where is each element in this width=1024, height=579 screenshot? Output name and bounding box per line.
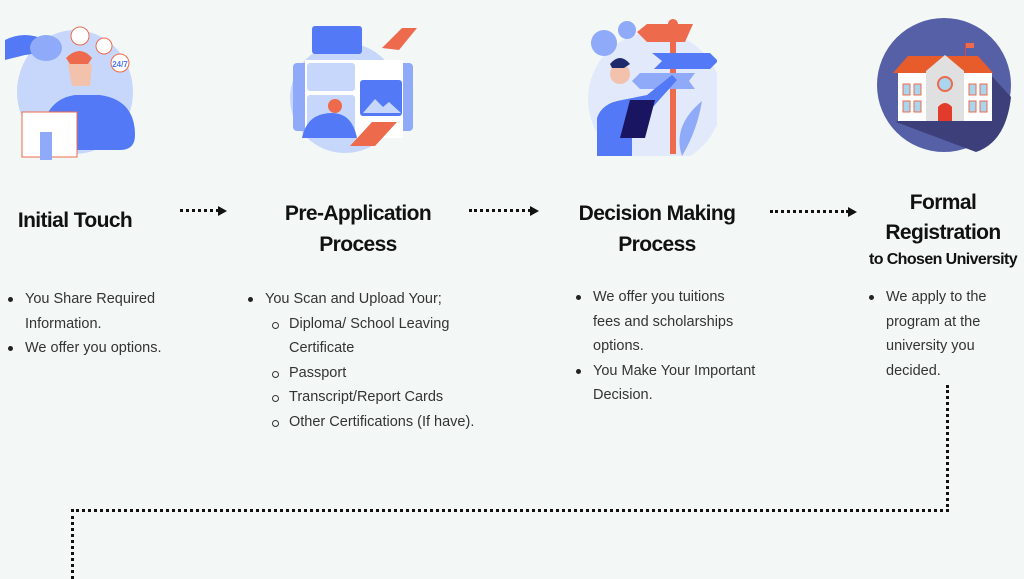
step-2-title-line-2: Process	[319, 233, 397, 256]
step-4-subtitle: to Chosen University	[868, 251, 1018, 268]
list-item: You Scan and Upload Your; Diploma/ Schoo…	[248, 287, 498, 434]
step-1-title: Initial Touch	[17, 209, 133, 232]
connector-horizontal	[71, 509, 949, 512]
step-2-list: You Scan and Upload Your; Diploma/ Schoo…	[248, 287, 498, 434]
arrow-step-2-to-3	[469, 206, 539, 216]
step-4-title-line-2: Registration	[885, 221, 1001, 244]
list-item: You Make Your Important Decision.	[576, 359, 756, 408]
list-item: We offer you tuitions fees and scholarsh…	[576, 285, 756, 359]
list-item: You Share Required Information.	[8, 287, 178, 336]
step-2-title: Pre-Application Process	[258, 198, 458, 260]
online-application-illustration	[290, 26, 417, 153]
step-3-title-line-1: Decision Making	[578, 202, 736, 225]
step-4-title: Formal Registration to Chosen University	[863, 188, 1023, 272]
list-item: We offer you options.	[8, 336, 178, 361]
step-4-title-line-1: Formal	[909, 191, 977, 214]
sub-list-item: Transcript/Report Cards	[272, 385, 498, 410]
step-2-sublist: Diploma/ School Leaving Certificate Pass…	[272, 312, 498, 435]
step-2-title-line-1: Pre-Application	[284, 202, 432, 225]
step-1-list: You Share Required Information. We offer…	[8, 287, 178, 361]
connector-vertical-right	[946, 385, 949, 512]
sub-list-item: Other Certifications (If have).	[272, 410, 498, 435]
customer-support-illustration: 24/7	[5, 26, 135, 160]
list-item-text: You Scan and Upload Your;	[265, 291, 442, 307]
arrow-step-3-to-4	[770, 207, 857, 217]
step-3-title: Decision Making Process	[557, 198, 757, 260]
arrow-step-1-to-2	[180, 206, 227, 216]
support-badge-text: 24/7	[112, 60, 128, 69]
step-3-list: We offer you tuitions fees and scholarsh…	[576, 285, 756, 408]
decision-signpost-illustration	[588, 19, 717, 156]
connector-vertical-left	[71, 509, 74, 579]
sub-list-item: Diploma/ School Leaving Certificate	[272, 312, 457, 361]
university-building-icon	[877, 18, 1011, 152]
list-item: We apply to the program at the universit…	[869, 285, 1004, 383]
step-3-title-line-2: Process	[618, 233, 696, 256]
step-4-list: We apply to the program at the universit…	[869, 285, 1004, 383]
sub-list-item: Passport	[272, 361, 498, 386]
